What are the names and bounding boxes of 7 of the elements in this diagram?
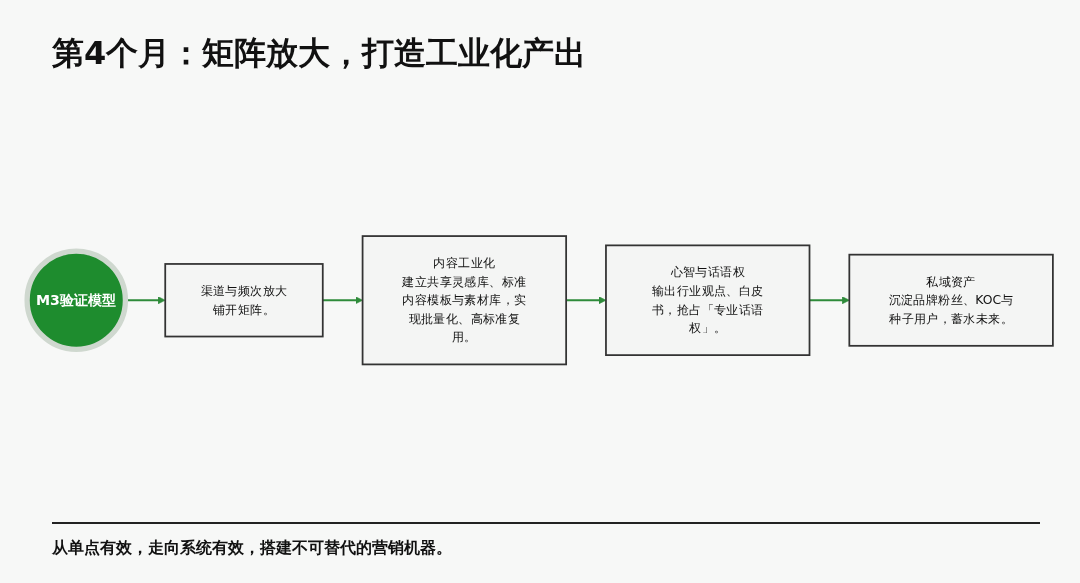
caption: 从单点有效，走向系统有效，搭建不可替代的营销机器。 bbox=[52, 538, 452, 559]
node-box: 渠道与频次放大 铺开矩阵。 bbox=[164, 262, 324, 338]
node-box: 内容工业化 建立共享灵感库、标准内容模板与素材库，实现批量化、高标准复用。 bbox=[361, 234, 568, 366]
node-box: 私域资产 沉淀品牌粉丝、KOC与种子用户，蓄水未来。 bbox=[848, 253, 1054, 347]
node-box: 心智与话语权 输出行业观点、白皮书，抢占「专业话语权」。 bbox=[605, 244, 811, 356]
title: 第4个月：矩阵放大，打造工业化产出 bbox=[52, 33, 587, 74]
node-circle: M3验证模型 bbox=[24, 248, 129, 352]
